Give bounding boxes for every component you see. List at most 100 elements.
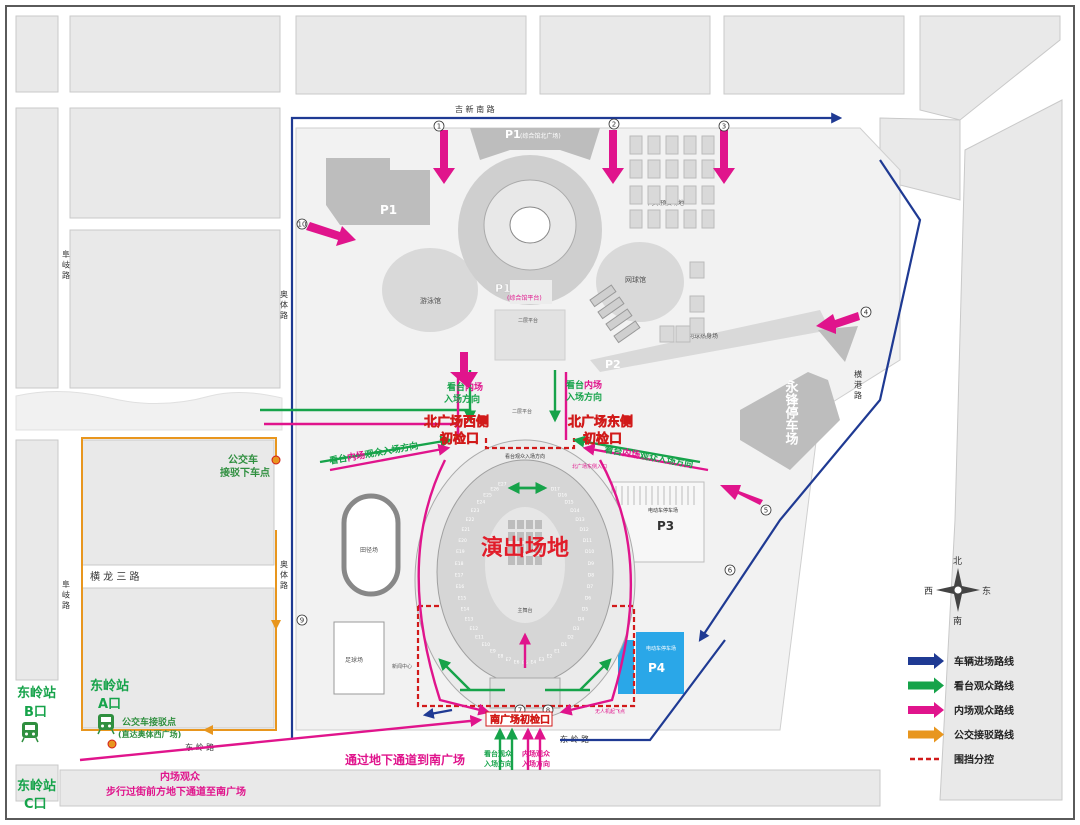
p1-center-label: P1 xyxy=(495,282,511,295)
yongfeng-parking xyxy=(740,372,840,470)
practice-court xyxy=(597,296,625,320)
seat-block-label: D14 xyxy=(570,508,579,514)
p4-sublabel: 电动车停车场 xyxy=(646,645,676,652)
practice-court xyxy=(605,308,633,332)
field-seat-block xyxy=(535,532,542,541)
road-heng-gang: 横 港 路 xyxy=(854,369,863,399)
seat-block-label: E19 xyxy=(456,549,465,555)
seat-block-label: D5 xyxy=(582,606,588,612)
stand-field-right-2: 内场 xyxy=(584,379,602,391)
field-seat-block xyxy=(508,556,515,565)
south-stand-2: 入场方向 xyxy=(483,759,512,768)
field-seat-block xyxy=(517,532,524,541)
seat-block-label: E10 xyxy=(482,642,491,648)
route-marker-10: 10 xyxy=(296,218,308,230)
seat-block-label: E18 xyxy=(455,561,464,567)
legend-arrow-icon xyxy=(908,653,944,669)
svg-text:7: 7 xyxy=(518,707,522,715)
legend-label: 车辆进场路线 xyxy=(954,655,1014,668)
p4-lot-b xyxy=(618,640,634,694)
legend-item: 围挡分控 xyxy=(910,753,994,766)
station-b-exit: B口 xyxy=(24,705,47,720)
seat-block-label: E6 xyxy=(514,659,520,665)
p2-label: P2 xyxy=(605,358,621,371)
svg-text:4: 4 xyxy=(864,309,869,317)
field-seat-block xyxy=(535,556,542,565)
tennis-court xyxy=(629,185,643,205)
road-aoti-west: 奥 体 路 xyxy=(280,289,289,319)
station-c-name: 东岭站 xyxy=(17,778,56,794)
tennis-court xyxy=(629,209,643,229)
seat-block-label: E12 xyxy=(469,626,478,632)
seat-block-label: D2 xyxy=(567,635,573,641)
stand-field-right-1: 看台内场 xyxy=(566,379,602,391)
seat-block-label: E13 xyxy=(465,617,474,623)
south-check-text: 南广场初检口 xyxy=(490,713,550,726)
seat-block-label: E14 xyxy=(461,606,470,612)
bus-pickup-dot xyxy=(107,739,117,749)
seat-block-label: D17 xyxy=(551,486,560,492)
south-ramp xyxy=(489,677,561,709)
stand-field-left-2: 内场 xyxy=(465,381,483,393)
p1-top-plaza xyxy=(470,128,600,160)
seat-block-label: E17 xyxy=(455,572,464,578)
north-east-check-1: 北广场东侧 xyxy=(568,414,633,430)
field-seat-block xyxy=(535,520,542,529)
stand-field-left-1: 看台内场 xyxy=(447,381,483,393)
bus-drop-1: 公交车 xyxy=(228,453,258,466)
svg-text:6: 6 xyxy=(728,567,733,575)
bus-drop-dot xyxy=(271,455,281,465)
elevated-band xyxy=(15,391,283,431)
seat-block-label: E3 xyxy=(539,657,545,663)
seat-block-label: E4 xyxy=(530,659,536,665)
bus-route xyxy=(81,437,281,735)
p3-sublabel: 电动车停车场 xyxy=(648,507,678,514)
north-east-view-label: 北广场东侧入口 xyxy=(572,463,607,470)
p1-center-tag xyxy=(510,280,552,304)
track-field xyxy=(341,493,401,597)
tennis-court xyxy=(683,209,697,229)
swimming-label: 游泳馆 xyxy=(420,296,441,305)
p3-label: P3 xyxy=(657,519,674,533)
p1-left-building xyxy=(326,158,430,225)
tennis-label: 网球馆 xyxy=(625,275,646,284)
tennis-court xyxy=(683,185,697,205)
stand-entry-label: 看台观众入场方向 xyxy=(505,453,545,460)
seat-block-label: D12 xyxy=(580,527,589,533)
tennis-court xyxy=(665,209,679,229)
seat-block-label: D4 xyxy=(578,617,584,623)
field-entry-arrows xyxy=(306,130,860,505)
road-aoti-west-lower: 奥 体 路 xyxy=(280,559,289,589)
tennis-court xyxy=(689,261,705,279)
media-center-label: 新闻中心 xyxy=(392,663,412,670)
seat-block-label: E9 xyxy=(490,648,496,654)
tennis-court xyxy=(665,135,679,155)
second-platform-b-label: 二层平台 xyxy=(512,408,532,415)
seat-block-label: D10 xyxy=(585,549,594,555)
bus-drop-2: 接驳下车点 xyxy=(220,466,270,479)
svg-text:9: 9 xyxy=(300,617,304,625)
yongfeng-label: 永锋停车场 xyxy=(783,379,800,446)
station-b-name: 东岭站 xyxy=(17,685,56,701)
compass-south: 南 xyxy=(953,615,962,627)
stand-field-left-3: 入场方向 xyxy=(443,393,480,405)
route-marker-3: 3 xyxy=(718,120,730,132)
city-blocks xyxy=(15,15,1063,807)
tennis-court xyxy=(629,159,643,179)
tennis-courts xyxy=(589,135,715,344)
south-check-box xyxy=(485,711,553,727)
tennis-court xyxy=(701,209,715,229)
seat-block-label: E26 xyxy=(490,486,499,492)
legend-label: 内场观众路线 xyxy=(954,704,1014,717)
station-c-exit: C口 xyxy=(24,797,47,812)
field-seat-block xyxy=(508,520,515,529)
train-icon-a xyxy=(97,714,115,735)
field-seat-block xyxy=(517,556,524,565)
legend-label: 围挡分控 xyxy=(954,753,994,766)
p4-label: P4 xyxy=(648,661,665,675)
walk-text-2: 步行过街前方地下通道至南广场 xyxy=(106,785,246,798)
tennis-court xyxy=(683,135,697,155)
tennis-court xyxy=(629,135,643,155)
p4-lot xyxy=(636,632,684,694)
